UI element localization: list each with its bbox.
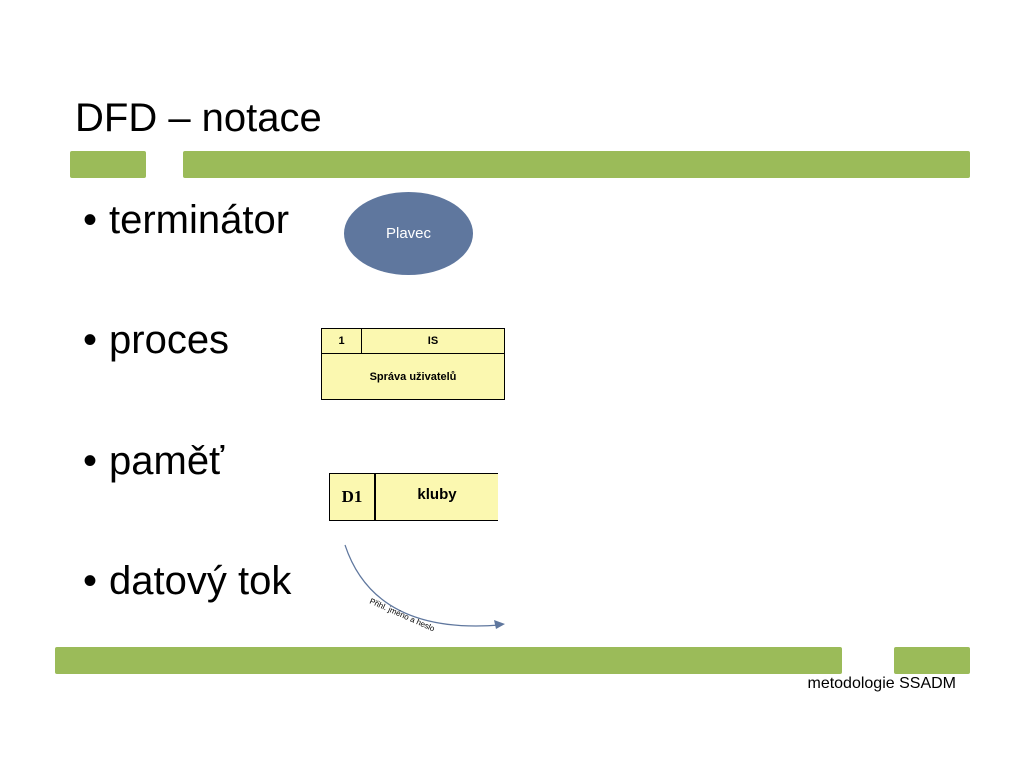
bullet-text: paměť	[109, 439, 225, 483]
bullet-glyph: •	[83, 559, 98, 603]
top-accent-bar-long	[183, 151, 970, 178]
data-flow-label: Přihl. jméno a heslo	[368, 597, 436, 634]
process-location: IS	[427, 335, 439, 347]
footer-text: metodologie SSADM	[807, 675, 956, 692]
bullet-text: proces	[109, 318, 230, 362]
top-accent-bar-short	[70, 151, 146, 178]
data-store-name: kluby	[417, 485, 457, 503]
process-id: 1	[322, 329, 362, 353]
bullet-glyph: •	[83, 439, 98, 483]
data-store-id: D1	[330, 474, 376, 520]
process-header: 1 IS	[322, 329, 504, 354]
bullet-item: •paměť	[83, 437, 224, 485]
bullet-item: •datový tok	[83, 557, 291, 605]
bullet-text: terminátor	[109, 198, 290, 242]
bullet-text: datový tok	[109, 559, 292, 603]
data-flow-line	[344, 544, 501, 627]
bullet-glyph: •	[83, 198, 98, 242]
bullet-glyph: •	[83, 318, 98, 362]
bullet-item: •terminátor	[83, 196, 289, 244]
process-name: Správa uživatelů	[369, 370, 457, 383]
terminator-label: Plavec	[385, 225, 432, 242]
slide-title: DFD – notace	[75, 96, 322, 140]
bottom-accent-bar-long	[55, 647, 842, 674]
bullet-item: •proces	[83, 316, 229, 364]
data-store-box: D1 kluby	[329, 473, 498, 521]
data-flow-arrow: Přihl. jméno a heslo	[344, 544, 505, 634]
bottom-accent-bar-short	[894, 647, 970, 674]
arrow-head-icon	[494, 620, 505, 629]
process-box: 1 IS Správa uživatelů	[321, 328, 505, 400]
terminator-shape: Plavec	[344, 192, 473, 275]
